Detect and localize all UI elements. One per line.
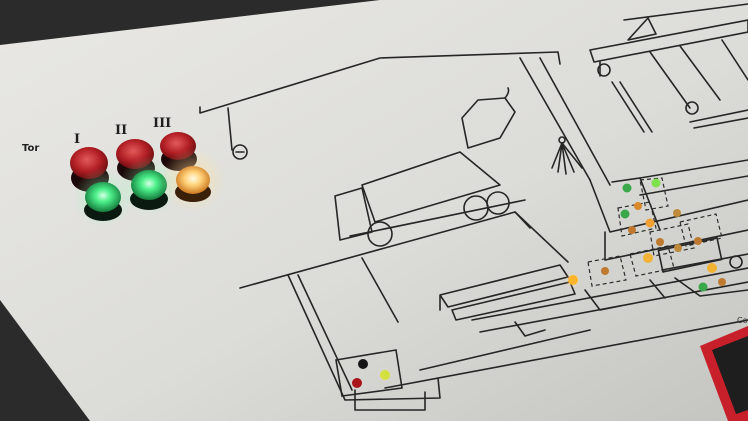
lane-3-yellow-lamp xyxy=(176,166,210,194)
led-amber xyxy=(601,267,609,275)
lane-label-3: III xyxy=(153,116,172,131)
schematic-diagram xyxy=(199,3,748,411)
lane-1-green-lamp xyxy=(85,182,121,212)
led-amber xyxy=(673,209,681,217)
led-amber xyxy=(634,202,642,210)
led-green xyxy=(698,282,708,292)
led-green xyxy=(622,183,632,193)
led-amber xyxy=(674,244,682,252)
red-handheld-device xyxy=(700,326,748,421)
lane-2-green-lamp xyxy=(131,170,167,200)
lane-label-1: I xyxy=(74,132,81,147)
led-amber xyxy=(656,238,664,246)
corner-text: Co xyxy=(737,316,748,325)
led-green xyxy=(620,209,630,219)
led-amber xyxy=(718,278,726,286)
led-green xyxy=(651,178,661,188)
lane-label-2: II xyxy=(115,123,128,138)
led-amber xyxy=(645,218,655,228)
status-leds xyxy=(565,178,726,292)
led-amber xyxy=(707,263,717,273)
led-amber xyxy=(628,226,636,234)
led-amber xyxy=(694,237,702,245)
gate-signal-lamps xyxy=(70,132,225,228)
local-control-box xyxy=(335,349,403,397)
gate-label: Tor xyxy=(22,143,40,154)
led-amber xyxy=(568,275,578,285)
led-amber xyxy=(643,253,653,263)
